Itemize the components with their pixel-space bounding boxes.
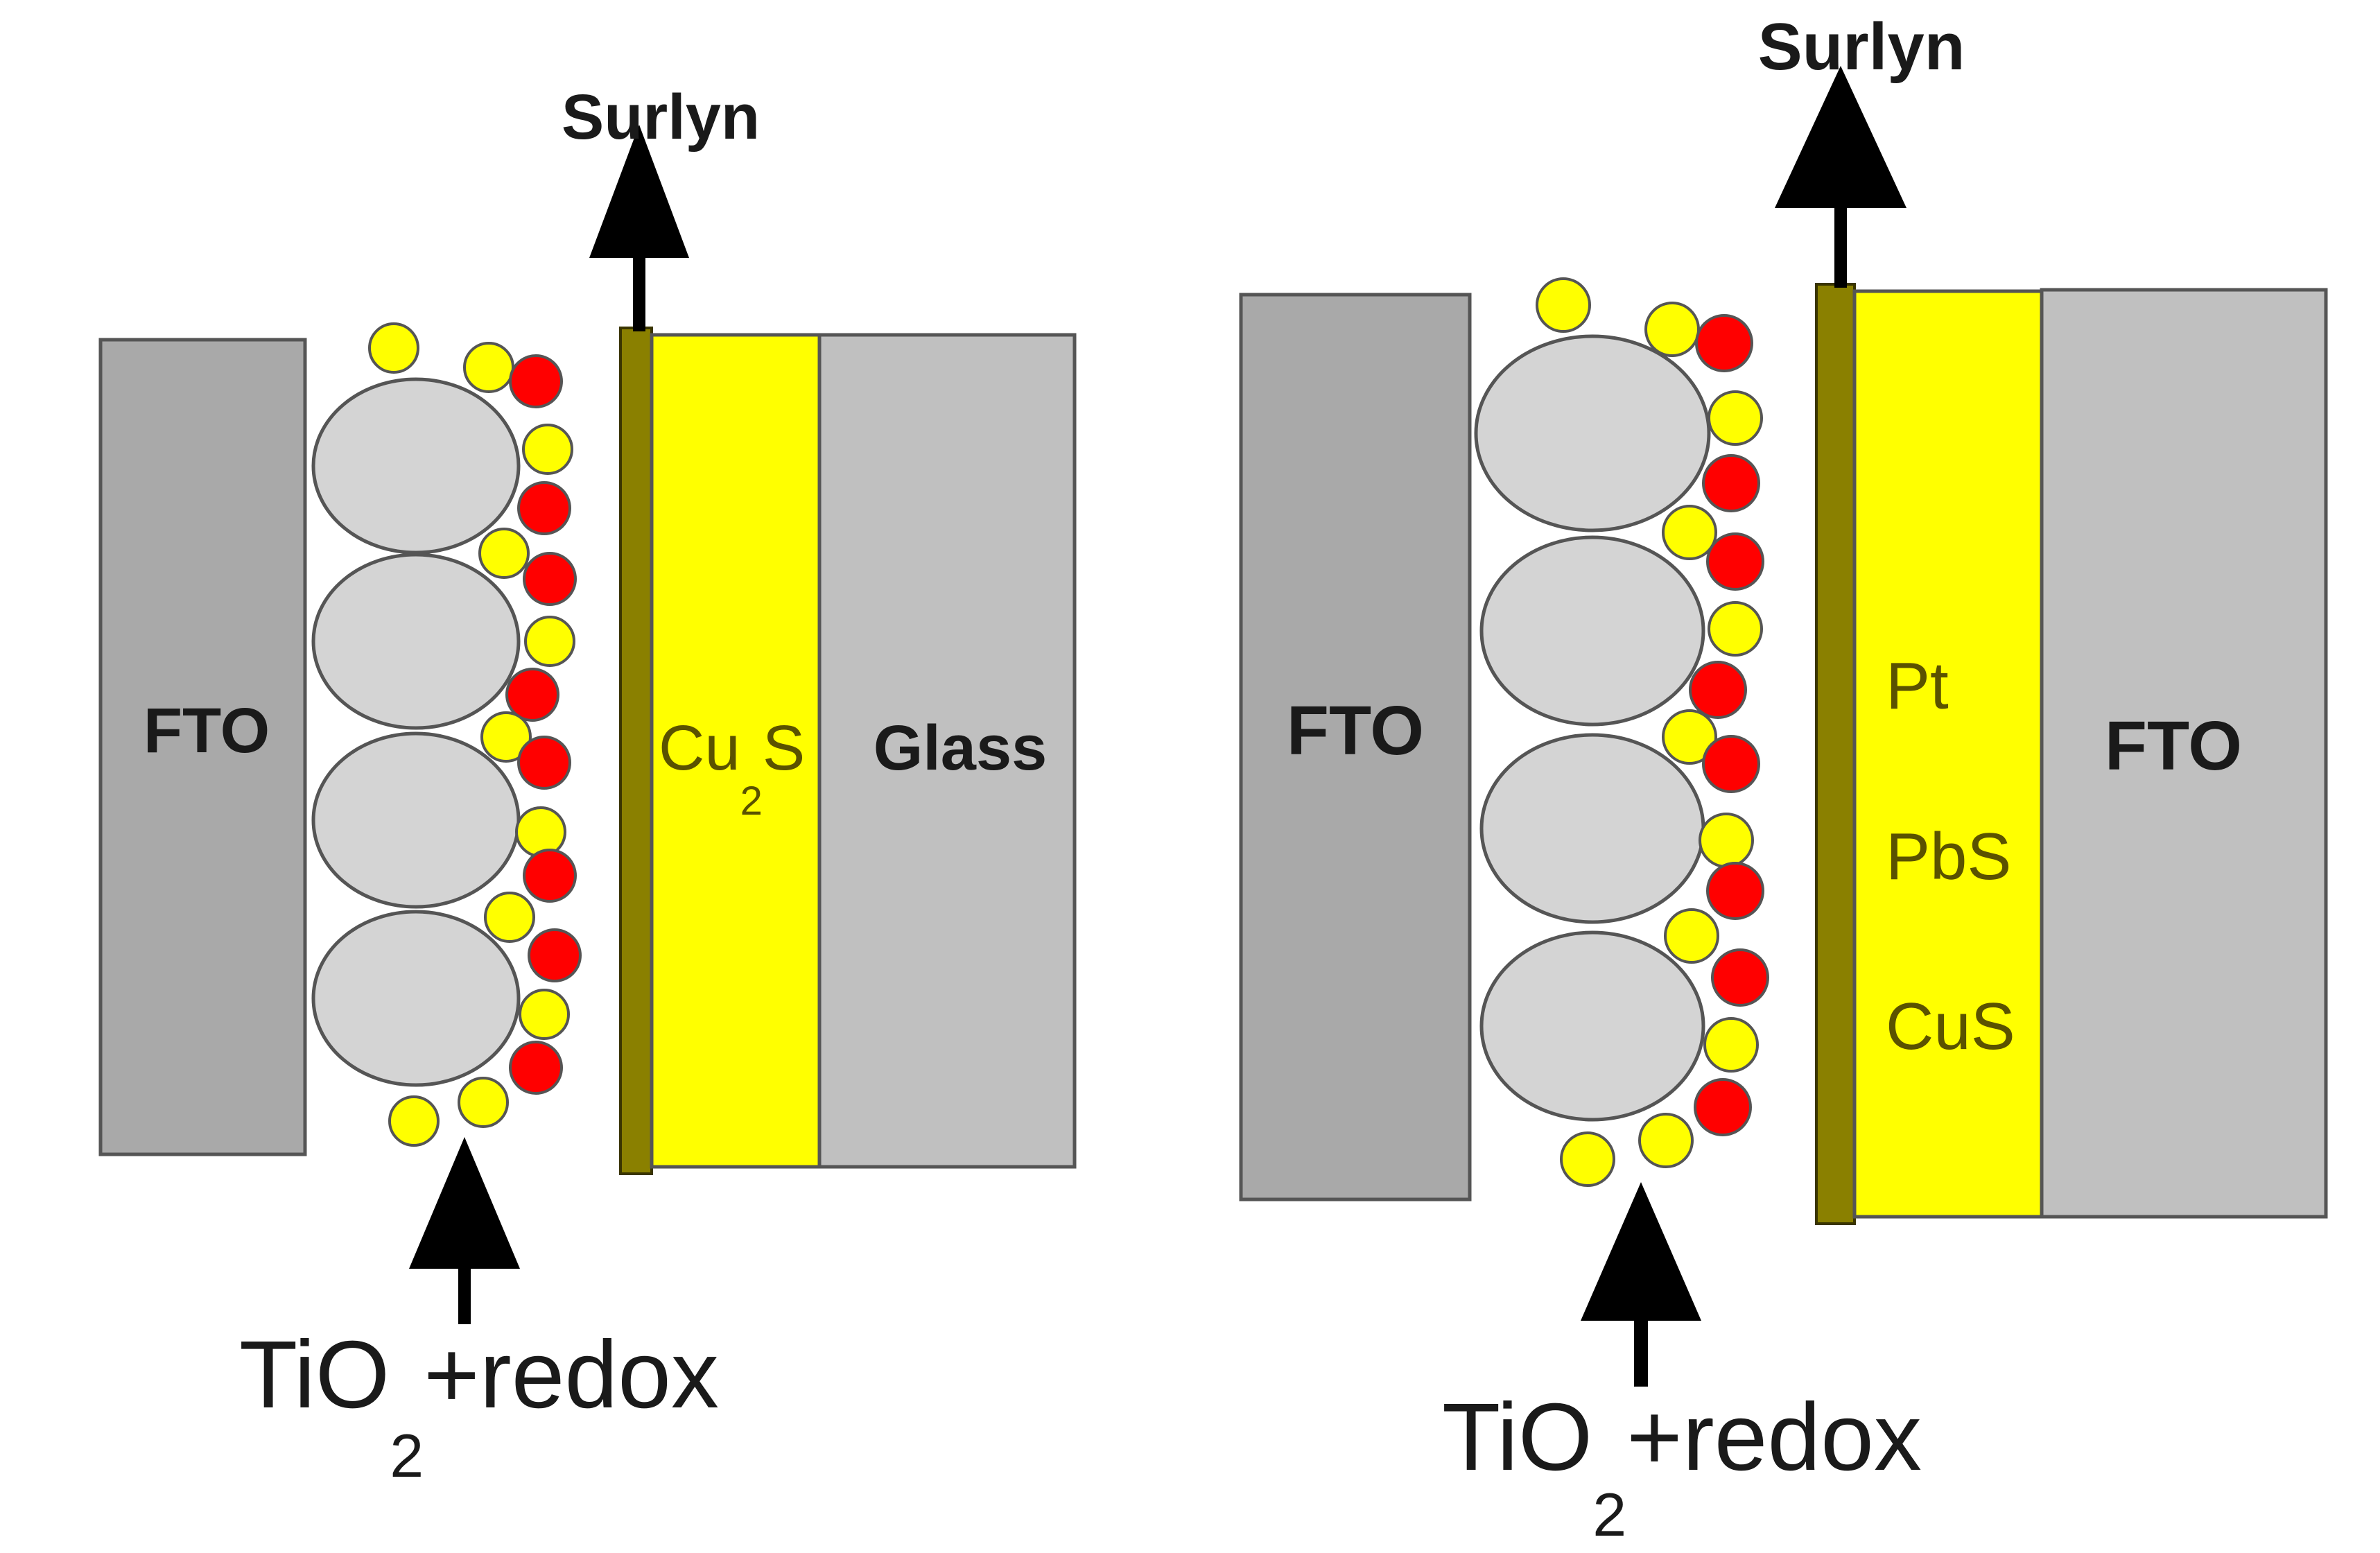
yellow-dot	[1662, 709, 1717, 765]
yellow-dot	[1560, 1131, 1615, 1187]
left-glass-label: Glass	[874, 713, 1048, 783]
red-dot	[1706, 862, 1764, 920]
yellow-dot	[1699, 813, 1754, 868]
yellow-dot	[1638, 1113, 1694, 1168]
left-cell: FTO	[98, 82, 1077, 1490]
right-surlyn-layer	[1815, 283, 1856, 1225]
red-dot	[1711, 948, 1769, 1007]
red-dot	[509, 1041, 563, 1095]
red-dot	[523, 849, 577, 903]
tio2-particle	[1479, 535, 1705, 727]
red-dot	[517, 736, 571, 790]
yellow-dot	[524, 616, 575, 667]
right-back-fto-layer	[2040, 288, 2328, 1219]
right-fto-label: FTO	[1287, 692, 1424, 770]
subscript: 2	[390, 1421, 424, 1490]
left-tio2-arrow	[409, 1137, 520, 1324]
red-dot	[528, 928, 582, 982]
red-dot	[1695, 314, 1753, 372]
yellow-dot	[515, 806, 566, 858]
right-counter-label-pt: Pt	[1886, 649, 1949, 723]
left-surlyn-arrow	[589, 125, 689, 331]
left-surlyn-label: Surlyn	[562, 82, 760, 153]
red-dot	[517, 481, 571, 535]
right-tio2-arrow	[1581, 1182, 1701, 1387]
yellow-dot	[1536, 277, 1591, 333]
red-dot	[1702, 454, 1760, 512]
right-cell: FTO	[1239, 10, 2328, 1549]
red-dot	[505, 668, 559, 722]
right-back-fto-label: FTO	[2105, 707, 2242, 785]
left-surlyn-layer	[619, 327, 653, 1175]
right-surlyn-arrow	[1775, 66, 1906, 288]
yellow-dot	[1708, 601, 1763, 657]
right-tio2-particles	[1474, 334, 1711, 1122]
tio2-particle	[1474, 334, 1711, 532]
right-tio2-label: TiO2+redox	[1442, 1384, 1922, 1549]
red-dot	[1694, 1078, 1752, 1136]
yellow-dot	[1662, 505, 1717, 560]
right-surlyn-label: Surlyn	[1758, 10, 1965, 84]
tio2-particle	[1479, 930, 1705, 1122]
yellow-dot	[1708, 390, 1763, 446]
right-counter-label-cus: CuS	[1886, 989, 2015, 1064]
left-tio2-label: TiO2+redox	[239, 1321, 719, 1490]
tio2-particle	[311, 731, 521, 909]
red-dot	[509, 354, 563, 408]
left-fto-layer	[98, 338, 307, 1156]
red-dot	[523, 552, 577, 606]
left-counter-label: Cu2S	[659, 713, 805, 824]
subscript: 2	[1592, 1480, 1626, 1549]
yellow-dot	[388, 1095, 440, 1147]
red-dot	[1702, 735, 1760, 793]
yellow-dot	[1703, 1017, 1759, 1073]
yellow-dot	[478, 528, 530, 579]
left-dots	[368, 322, 582, 1147]
yellow-dot	[519, 989, 570, 1040]
right-counter-label-pbs: PbS	[1886, 819, 2011, 894]
yellow-dot	[463, 342, 514, 393]
red-dot	[1706, 532, 1764, 591]
right-counter-electrode	[1852, 289, 2044, 1219]
yellow-dot	[522, 424, 573, 475]
red-dot	[1689, 661, 1747, 719]
tio2-particle	[1479, 733, 1705, 924]
left-glass-layer	[817, 333, 1077, 1169]
yellow-dot	[480, 711, 532, 763]
right-dots	[1536, 277, 1769, 1187]
left-fto-label: FTO	[144, 695, 270, 766]
subscript: 2	[740, 779, 763, 824]
yellow-dot	[458, 1077, 509, 1128]
yellow-dot	[484, 892, 535, 943]
yellow-dot	[368, 322, 419, 374]
right-fto-layer	[1239, 293, 1472, 1201]
yellow-dot	[1644, 302, 1700, 357]
tio2-particle	[311, 553, 521, 730]
yellow-dot	[1664, 908, 1719, 964]
tio2-particle	[311, 910, 521, 1087]
tio2-particle	[311, 377, 521, 555]
